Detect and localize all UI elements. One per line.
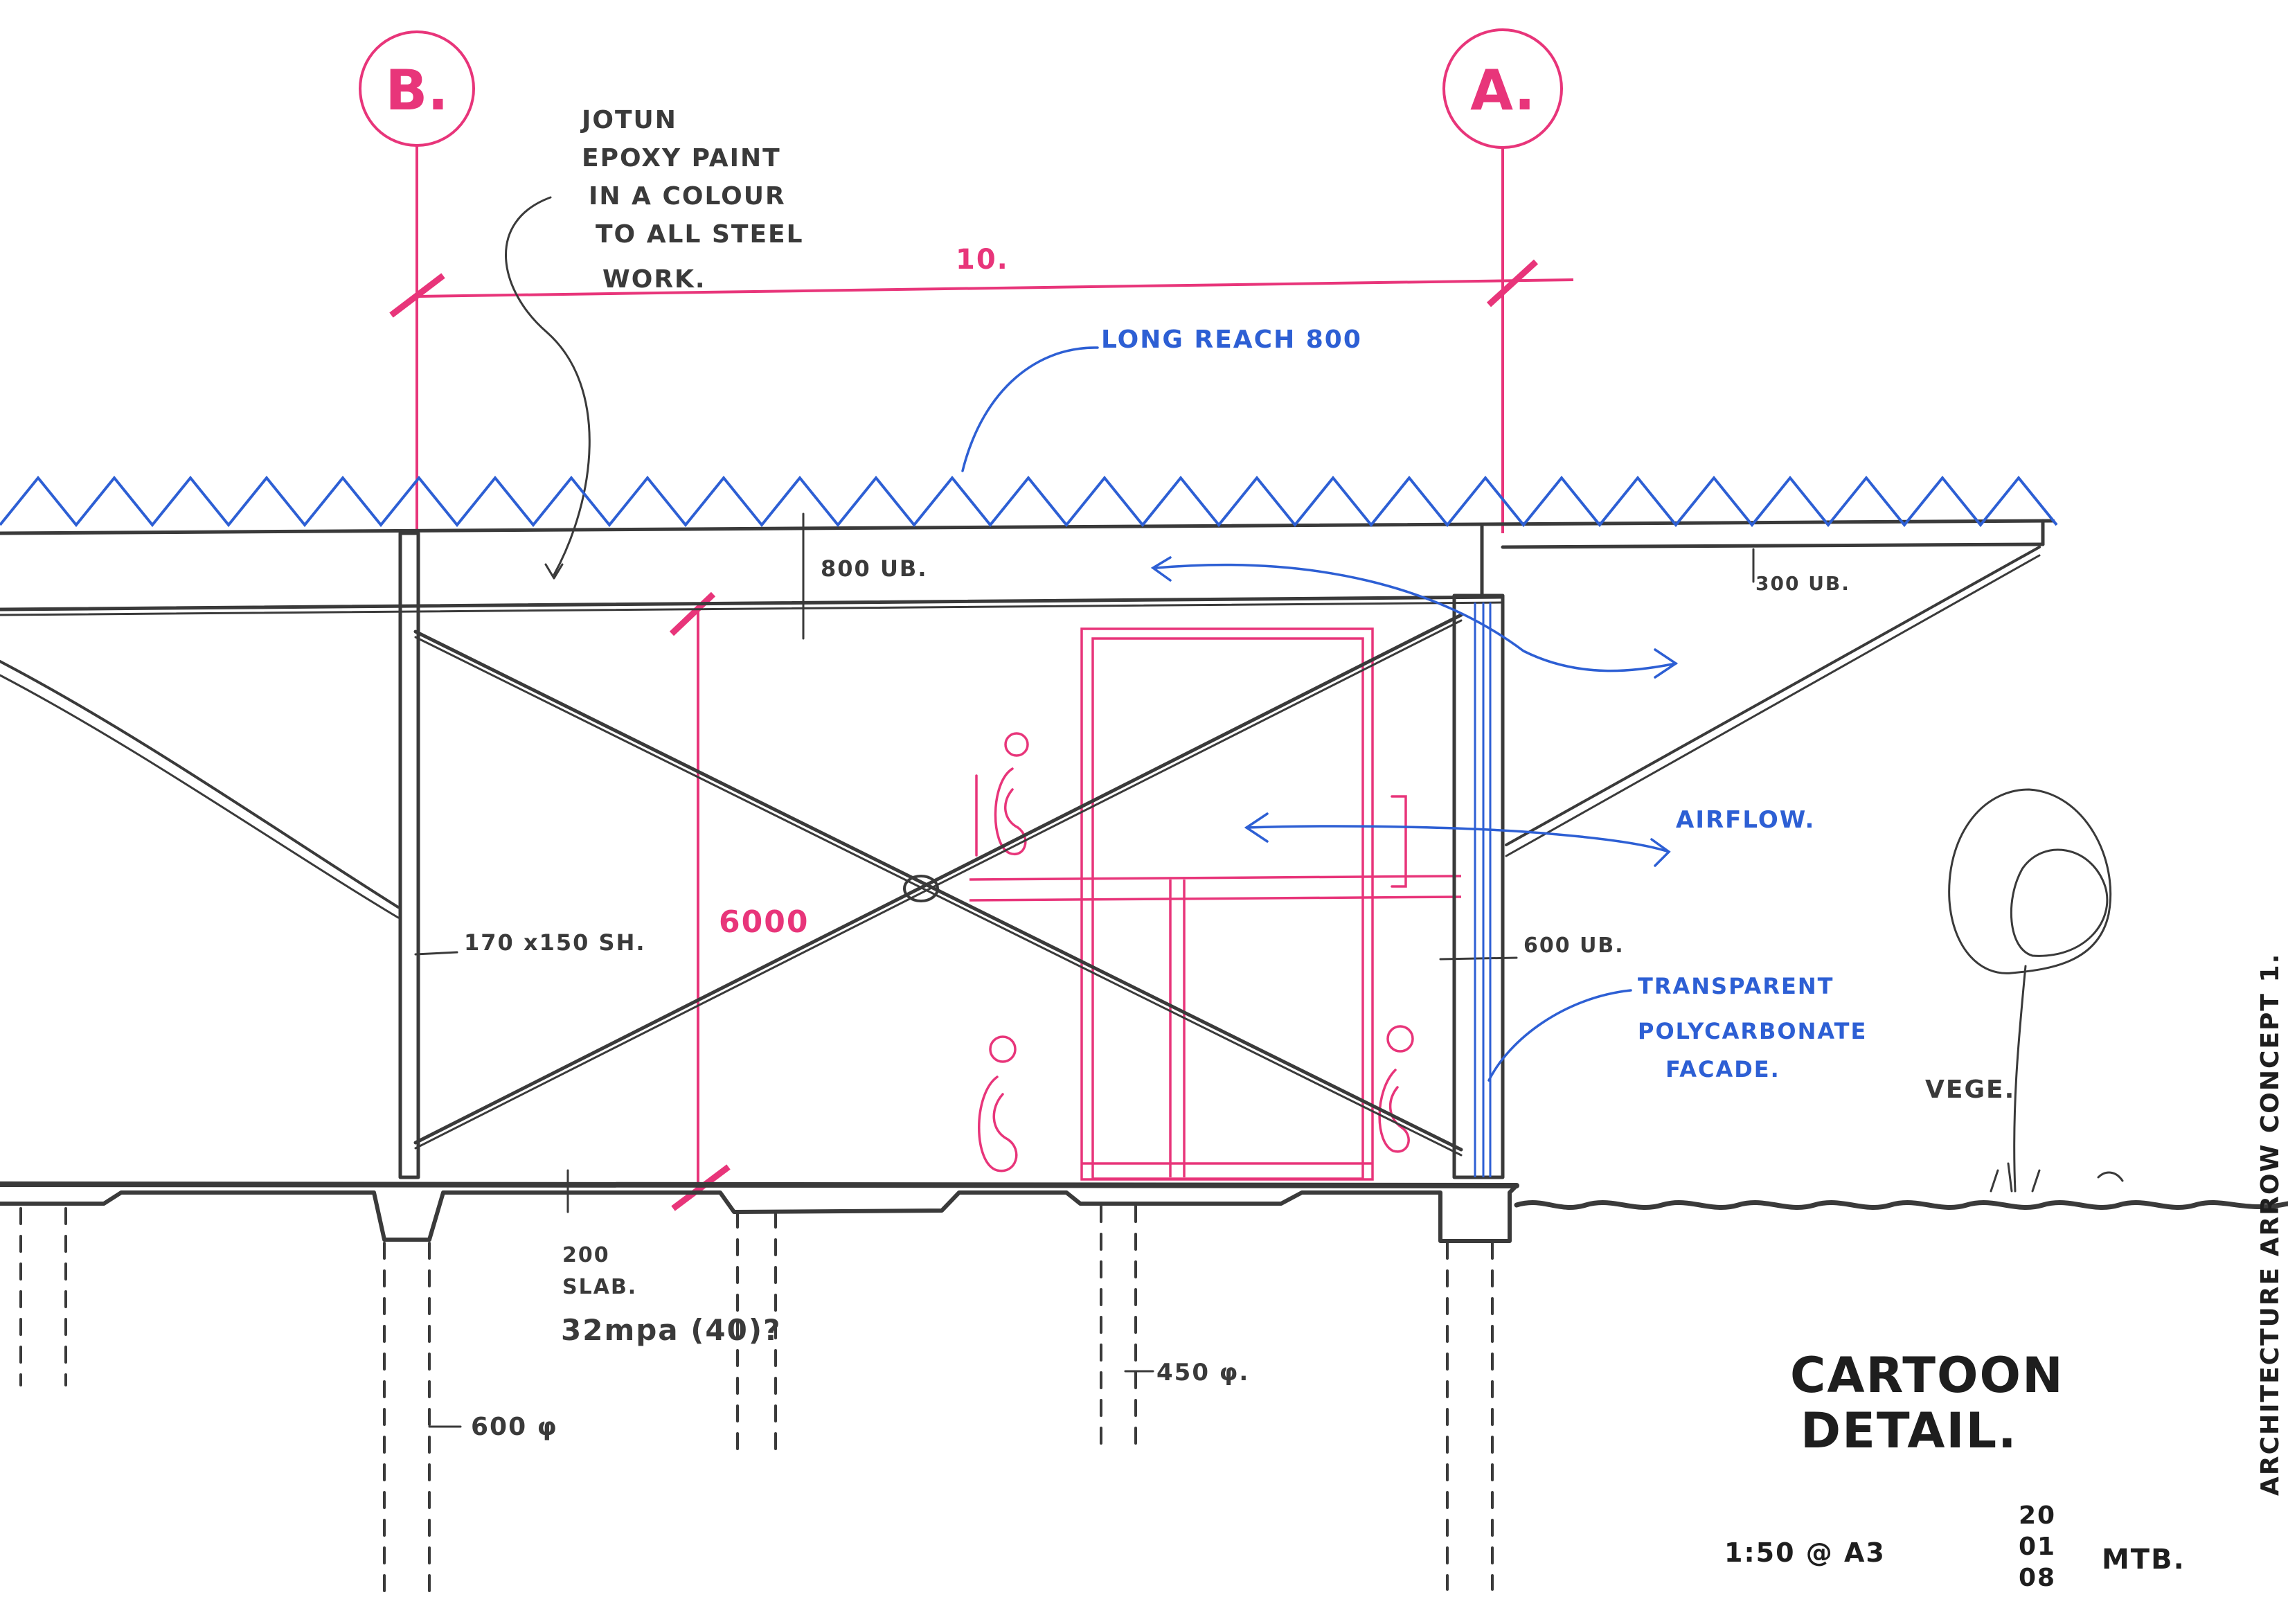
slab-note-label: SLAB. <box>562 1275 637 1299</box>
pile-dimension-ticks <box>428 1169 1154 1428</box>
gridlines <box>359 28 1574 1211</box>
main-beam-label: 800 UB. <box>821 555 927 582</box>
airflow-arrows <box>961 346 1679 1082</box>
date-year: 08 <box>2019 1564 2056 1592</box>
cantilever-strut <box>1505 546 2041 846</box>
facade-note-line-1: TRANSPARENT <box>1638 973 1834 999</box>
roof-line <box>0 519 2055 535</box>
pile-600-label: 600 φ <box>471 1413 558 1441</box>
steel-structure <box>0 196 2055 1179</box>
facade-note-line-2: POLYCARBONATE <box>1638 1018 1867 1044</box>
title-line-1: CARTOON <box>1790 1347 2064 1404</box>
vege-label: VEGE. <box>1925 1076 2015 1104</box>
natural-ground <box>1514 1200 2288 1210</box>
x-brace-2 <box>413 613 1463 1145</box>
facade-lines <box>1474 603 1492 1177</box>
ground-slab <box>0 1181 2288 1243</box>
column-b <box>398 531 420 1179</box>
height-dimension-label: 6000 <box>719 904 809 940</box>
paint-note-line-1: JOTUN <box>580 106 677 134</box>
tree-sketch <box>1948 788 2124 1193</box>
slab-note-strength: 32mpa (40)? <box>561 1313 781 1347</box>
date-day: 20 <box>2019 1501 2056 1530</box>
main-beam-bottom <box>0 595 1505 612</box>
paint-note-line-2: EPOXY PAINT <box>582 144 781 172</box>
piles <box>19 1205 1494 1594</box>
cantilever-beam <box>1501 542 2045 549</box>
span-dimension-line <box>416 278 1574 298</box>
brace-node <box>903 875 939 902</box>
cantilever-beam-label: 300 UB. <box>1755 572 1850 595</box>
paint-note: JOTUN EPOXY PAINT IN A COLOUR TO ALL STE… <box>580 106 804 294</box>
grid-label-b: B. <box>385 58 448 123</box>
facade-note: TRANSPARENT POLYCARBONATE FACADE. <box>1638 973 1867 1082</box>
paint-note-line-4: TO ALL STEEL <box>596 220 804 249</box>
scale-label: 1:50 @ A3 <box>1724 1537 1886 1568</box>
side-label: ARCHITECTURE ARROW CONCEPT 1. <box>2256 953 2285 1496</box>
beam-600-label: 600 UB. <box>1523 934 1625 958</box>
grid-label-a: A. <box>1470 58 1535 123</box>
airflow-label: AIRFLOW. <box>1676 806 1815 834</box>
roof-sheeting-label: LONG REACH 800 <box>1101 325 1362 354</box>
column-a <box>1452 594 1505 1179</box>
span-dimension-label: 10. <box>956 244 1009 276</box>
title-line-2: DETAIL. <box>1800 1402 2018 1459</box>
date-month: 01 <box>2019 1533 2056 1561</box>
pile-450-label: 450 φ. <box>1156 1359 1249 1386</box>
pink-door-frame <box>969 627 1462 1181</box>
left-strut <box>0 660 400 909</box>
slab-note-thickness: 200 <box>562 1243 610 1267</box>
paint-note-line-5: WORK. <box>602 265 706 294</box>
roof-sheeting-zigzag <box>0 475 2058 528</box>
title-block: CARTOON DETAIL. 1:50 @ A3 20 01 08 MTB. … <box>1724 953 2285 1592</box>
slab-note: 200 SLAB. 32mpa (40)? <box>561 1243 781 1347</box>
initials-label: MTB. <box>2102 1544 2186 1576</box>
facade-note-line-3: FACADE. <box>1665 1056 1780 1082</box>
paint-note-line-3: IN A COLOUR <box>589 182 786 211</box>
column-label: 170 x150 SH. <box>464 929 646 956</box>
pink-human-figures <box>975 732 1414 1172</box>
